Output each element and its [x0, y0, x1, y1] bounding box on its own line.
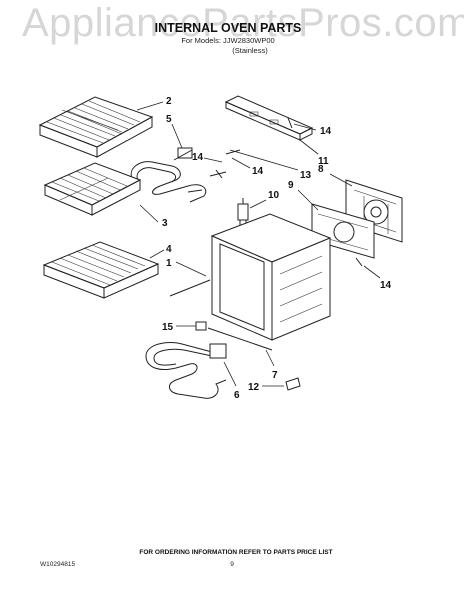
vent-bracket	[224, 95, 314, 141]
ordering-note: FOR ORDERING INFORMATION REFER TO PARTS …	[139, 549, 332, 556]
oven-rack-lower	[42, 241, 160, 299]
page-number: 9	[230, 561, 234, 568]
bake-element-bolt	[195, 321, 207, 331]
document-number: W10294815	[40, 561, 75, 568]
bake-element	[145, 342, 227, 399]
watermark-text: AppliancePartsPros.com	[22, 1, 464, 45]
models-line: For Models: JJW2830WP00	[181, 36, 274, 45]
callout-3: 3	[162, 218, 168, 229]
callout-6: 6	[234, 390, 240, 401]
callout-4: 4	[166, 244, 172, 255]
page-title: INTERNAL OVEN PARTS	[155, 21, 302, 35]
element-clip	[285, 377, 301, 391]
callout-10: 10	[268, 190, 280, 201]
callout-2: 2	[166, 96, 172, 107]
callout-8: 8	[318, 164, 324, 175]
callout-11: 11	[318, 156, 329, 167]
callout-12: 12	[248, 382, 260, 393]
callout-15: 15	[162, 322, 174, 333]
oven-cavity	[210, 213, 332, 341]
callout-13: 13	[300, 170, 312, 181]
callout-1: 1	[166, 258, 172, 269]
callout-7: 7	[272, 370, 278, 381]
callout-14-c: 14	[320, 126, 332, 137]
callout-9: 9	[288, 180, 294, 191]
oven-rack-upper	[38, 96, 154, 158]
callout-5: 5	[166, 114, 172, 125]
broil-element	[130, 147, 207, 203]
finish-line: (Stainless)	[232, 46, 268, 55]
callout-14-a: 14	[192, 152, 204, 163]
callout-14-d: 14	[380, 280, 392, 291]
oven-rack-middle	[43, 162, 142, 216]
callout-14-b: 14	[252, 166, 264, 177]
